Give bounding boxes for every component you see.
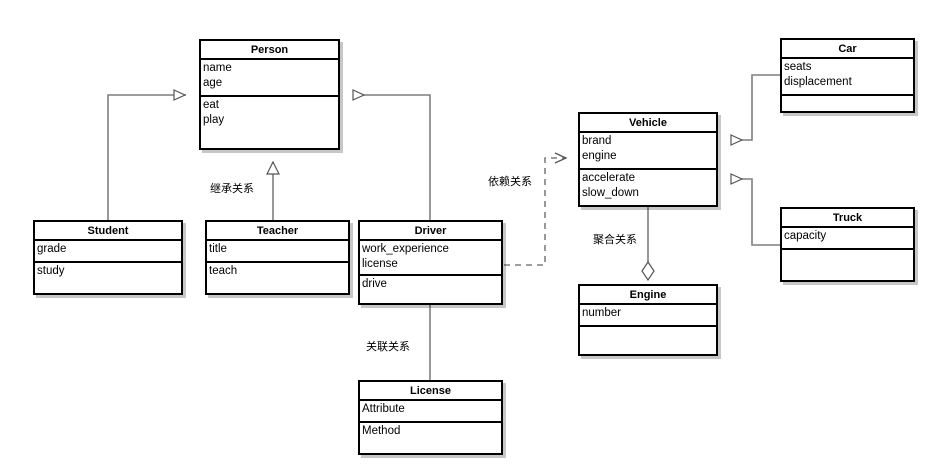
- attribute-row: license: [362, 258, 398, 270]
- attribute-row: Attribute: [362, 403, 405, 415]
- class-title-truck: Truck: [782, 209, 913, 228]
- edge-driver-vehicle: [504, 152, 568, 266]
- class-operations-license: Method: [360, 423, 501, 441]
- class-title-license: License: [360, 382, 501, 401]
- edge-driver-person: [352, 89, 431, 220]
- class-operations-engine: [580, 327, 716, 330]
- attribute-row: name: [203, 62, 232, 74]
- class-box-person[interactable]: Person name age eat play: [199, 39, 340, 150]
- class-attributes-student: grade: [35, 241, 181, 263]
- class-title-driver: Driver: [360, 222, 501, 241]
- class-operations-vehicle: accelerate slow_down: [580, 170, 716, 203]
- attribute-row: engine: [582, 150, 617, 162]
- class-title-student: Student: [35, 222, 181, 241]
- edge-label-dependency: 依赖关系: [487, 175, 533, 189]
- attribute-row: work_experience: [362, 243, 449, 255]
- class-attributes-teacher: title: [207, 241, 348, 263]
- class-operations-driver: drive: [360, 276, 501, 294]
- class-box-student[interactable]: Student grade study: [33, 220, 183, 295]
- edge-car-vehicle: [730, 74, 780, 146]
- operation-row: play: [203, 114, 225, 126]
- class-box-license[interactable]: License Attribute Method: [358, 380, 503, 455]
- class-box-truck[interactable]: Truck capacity: [780, 207, 915, 282]
- class-box-car[interactable]: Car seats displacement: [780, 38, 915, 113]
- class-operations-truck: [782, 250, 913, 253]
- operation-row: Method: [362, 425, 401, 437]
- attribute-row: number: [582, 307, 621, 319]
- attribute-row: capacity: [784, 230, 827, 242]
- attribute-row: grade: [37, 243, 67, 255]
- class-box-teacher[interactable]: Teacher title teach: [205, 220, 350, 295]
- class-title-vehicle: Vehicle: [580, 114, 716, 133]
- class-attributes-truck: capacity: [782, 228, 913, 250]
- edge-label-inheritance: 继承关系: [209, 182, 255, 196]
- class-attributes-car: seats displacement: [782, 59, 913, 96]
- class-title-car: Car: [782, 40, 913, 59]
- class-attributes-driver: work_experience license: [360, 241, 501, 276]
- class-attributes-engine: number: [580, 305, 716, 327]
- operation-row: teach: [209, 265, 238, 277]
- class-box-driver[interactable]: Driver work_experience license drive: [358, 220, 503, 305]
- attribute-row: seats: [784, 61, 812, 73]
- class-box-engine[interactable]: Engine number: [578, 284, 718, 356]
- operation-row: slow_down: [582, 187, 639, 199]
- operation-row: accelerate: [582, 172, 636, 184]
- attribute-row: age: [203, 77, 223, 89]
- operation-row: drive: [362, 278, 387, 290]
- class-operations-person: eat play: [201, 97, 338, 130]
- edge-truck-vehicle: [730, 173, 780, 246]
- class-box-vehicle[interactable]: Vehicle brand engine accelerate slow_dow…: [578, 112, 718, 207]
- edge-label-aggregation: 聚合关系: [592, 233, 638, 247]
- attribute-row: displacement: [784, 76, 852, 88]
- class-attributes-person: name age: [201, 60, 338, 97]
- class-title-person: Person: [201, 41, 338, 60]
- attribute-row: brand: [582, 135, 612, 147]
- class-operations-student: study: [35, 263, 181, 281]
- class-attributes-license: Attribute: [360, 401, 501, 423]
- class-attributes-vehicle: brand engine: [580, 133, 716, 170]
- edge-label-association: 关联关系: [365, 340, 411, 354]
- class-operations-car: [782, 96, 913, 99]
- operation-row: study: [37, 265, 65, 277]
- edge-student-person: [107, 89, 187, 220]
- attribute-row: title: [209, 243, 227, 255]
- operation-row: eat: [203, 99, 219, 111]
- class-title-engine: Engine: [580, 286, 716, 305]
- class-title-teacher: Teacher: [207, 222, 348, 241]
- class-operations-teacher: teach: [207, 263, 348, 281]
